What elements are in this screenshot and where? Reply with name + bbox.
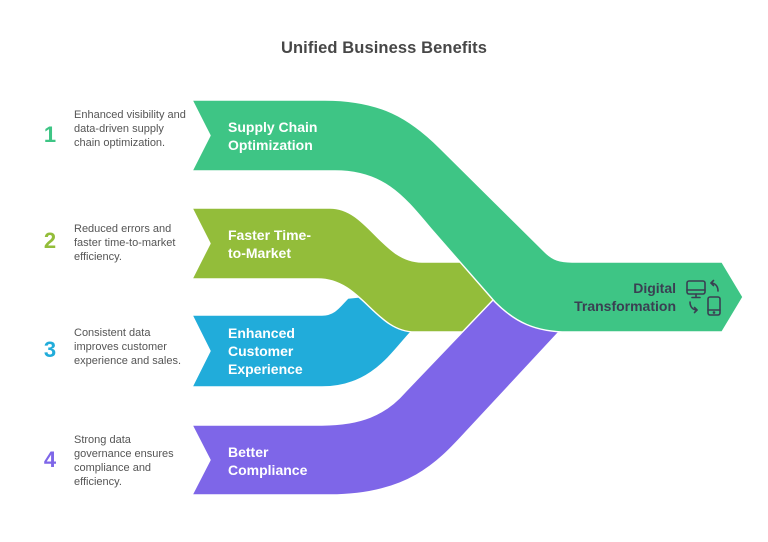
band-label-customer-experience: Enhanced Customer Experience: [228, 325, 303, 377]
band-label-time-to-market: Faster Time- to-Market: [228, 227, 311, 261]
phone-icon: [707, 296, 721, 316]
step-number-4: 4: [43, 447, 57, 472]
band-label-supply-chain: Supply Chain Optimization: [228, 119, 318, 153]
band-label-compliance: Better Compliance: [228, 444, 308, 478]
step-description-1: Enhanced visibility and data-driven supp…: [74, 109, 186, 149]
sync-arrow-top-icon: [710, 279, 719, 292]
output-label-digital-transformation: Digital Transformation: [574, 280, 676, 314]
band-supply-chain: [191, 99, 744, 333]
band-shape-compliance: [191, 299, 601, 496]
step-description-3: Consistent data improves customer experi…: [74, 327, 182, 367]
step-number-3: 3: [43, 337, 57, 362]
device-sync-icon: [686, 279, 721, 316]
band-shape-supply-chain-and-output-arrow: [191, 99, 744, 333]
sync-arrow-bottom-icon: [689, 301, 698, 314]
diagram-title: Unified Business Benefits: [280, 39, 488, 57]
band-compliance: [191, 299, 601, 496]
step-description-2: Reduced errors and faster time-to-market…: [74, 223, 176, 263]
step-number-2: 2: [43, 228, 57, 253]
monitor-icon: [686, 280, 706, 299]
step-number-1: 1: [43, 122, 57, 147]
step-description-4: Strong data governance ensures complianc…: [74, 434, 174, 488]
